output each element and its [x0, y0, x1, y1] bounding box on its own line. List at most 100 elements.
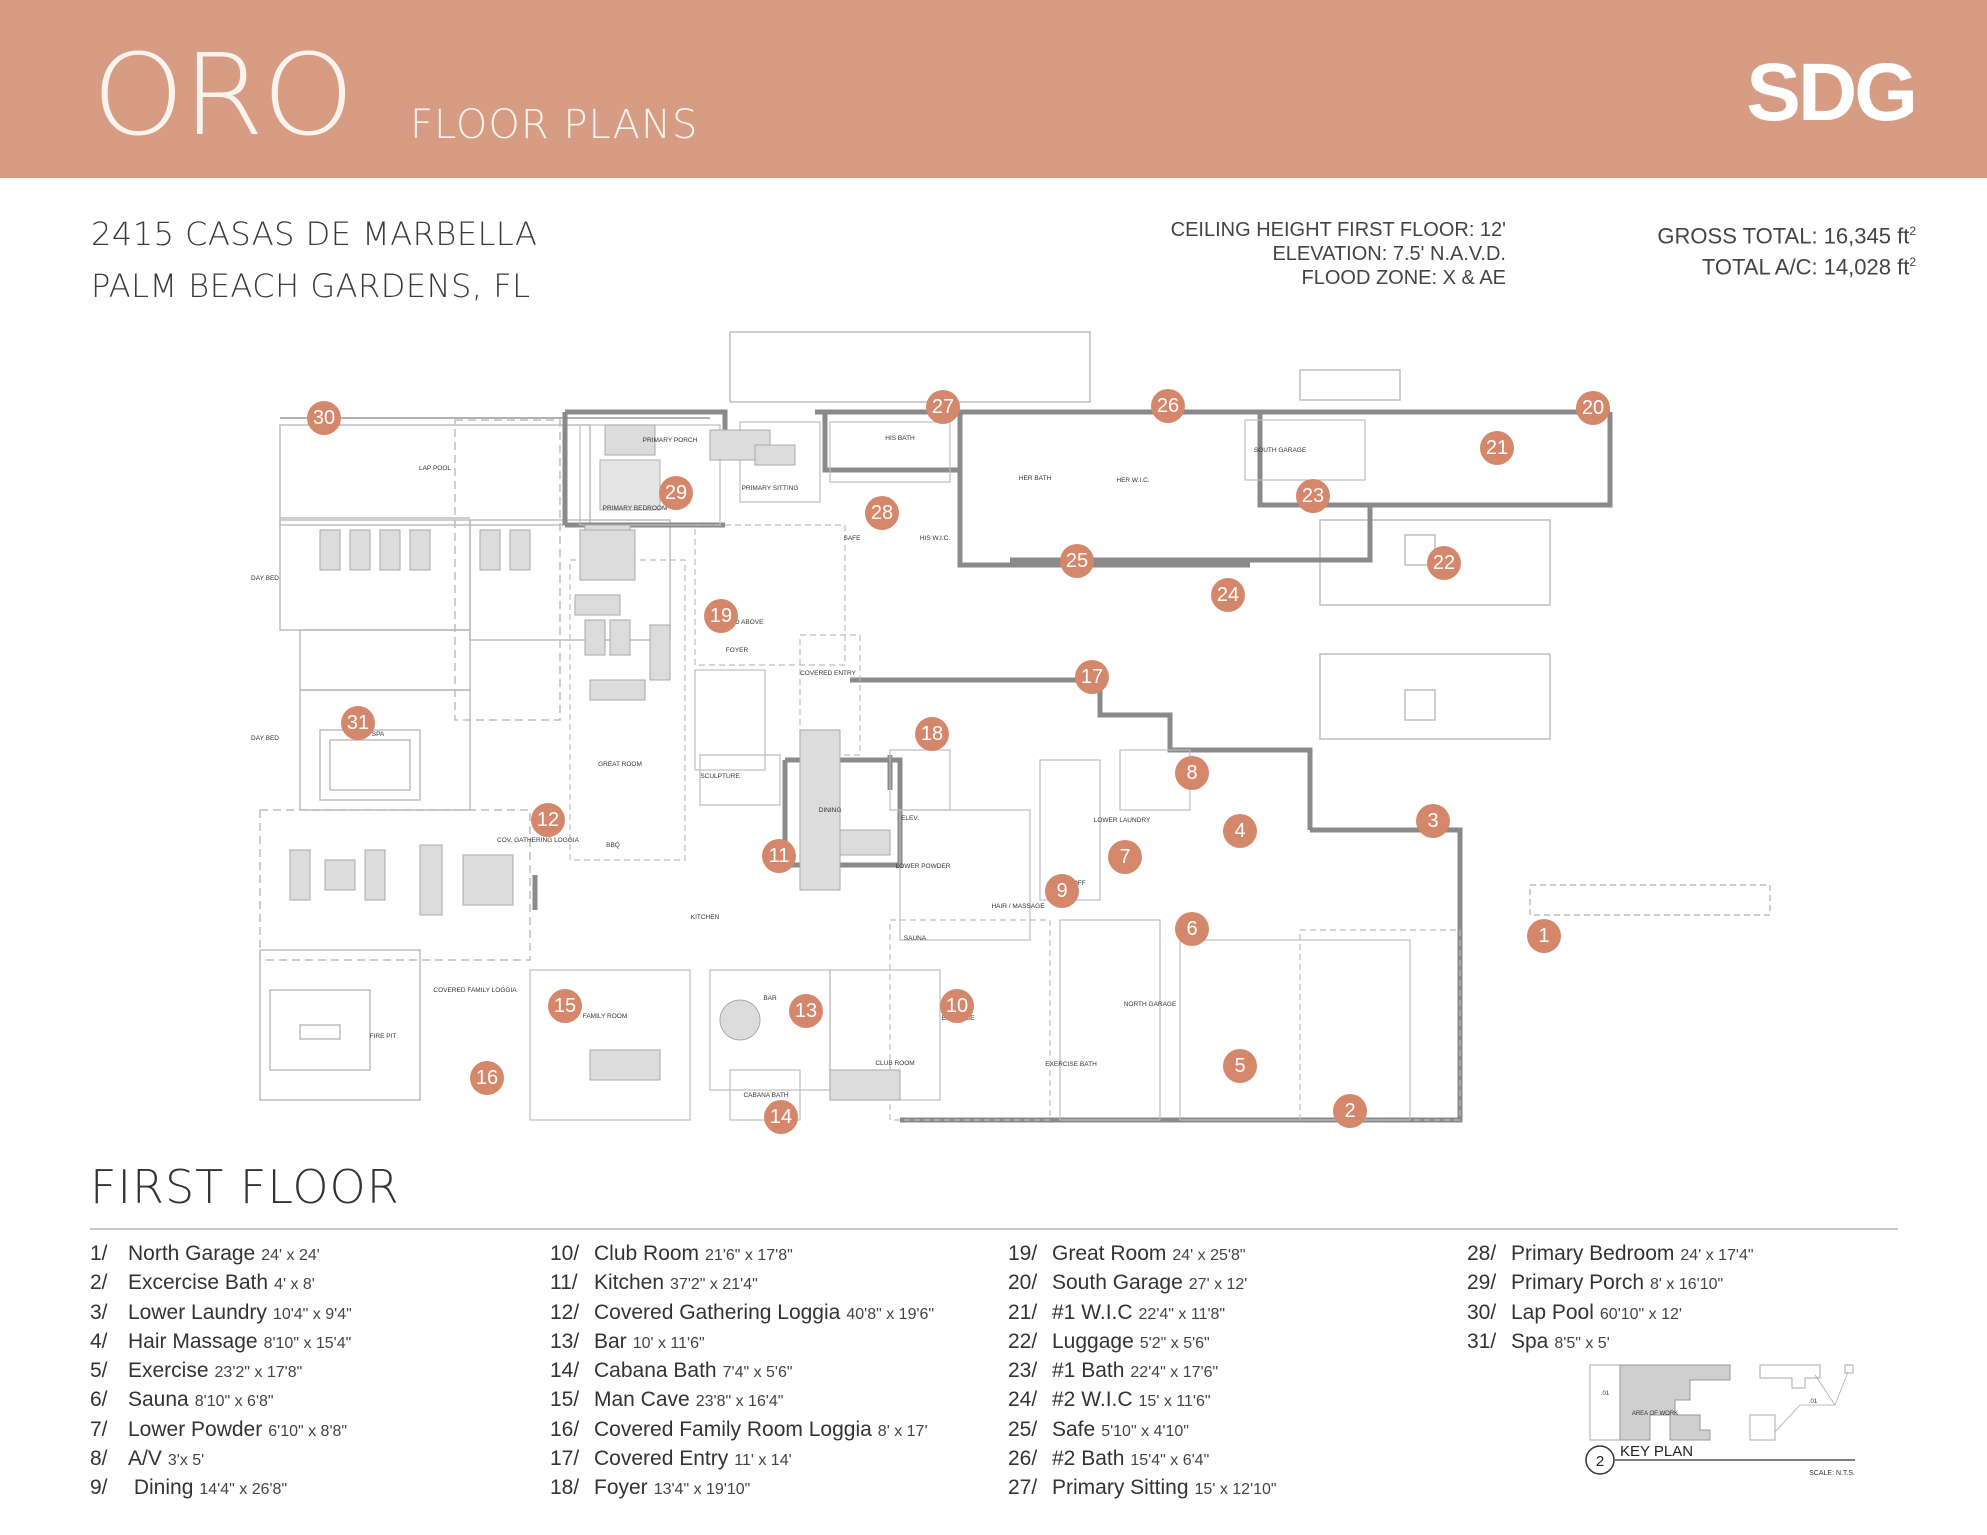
svg-text:15: 15 [554, 995, 576, 1017]
legend-room-name: Lap Pool [1511, 1300, 1594, 1324]
label-hair-massage: HAIR / MASSAGE [991, 903, 1045, 910]
legend-dimensions: 7'4" x 5'6" [722, 1364, 793, 1382]
room-marker-15: 15 [548, 989, 582, 1023]
legend-number: 22/ [1008, 1329, 1038, 1353]
legend-room-name: Kitchen [594, 1271, 665, 1295]
key-plan-tag-1: .01 [1601, 1391, 1610, 1397]
legend-number: 3/ [90, 1300, 108, 1324]
legend-number: 12/ [550, 1300, 580, 1324]
svg-text:28: 28 [871, 502, 893, 524]
legend-room-name: Luggage [1052, 1329, 1134, 1353]
legend-number: 30/ [1467, 1300, 1497, 1324]
legend-dimensions: 22'4" x 17'6" [1130, 1364, 1219, 1382]
svg-text:14: 14 [770, 1106, 792, 1128]
legend-dimensions: 23'2" x 17'8" [214, 1364, 303, 1382]
legend-room-name: Cabana Bath [594, 1359, 717, 1383]
svg-text:11: 11 [769, 845, 790, 867]
room-marker-21: 21 [1480, 431, 1514, 465]
legend-number: 21/ [1008, 1300, 1038, 1324]
svg-text:5: 5 [1234, 1055, 1245, 1077]
room-marker-12: 12 [531, 803, 565, 837]
room-marker-14: 14 [764, 1100, 798, 1134]
legend-room-name: Club Room [594, 1242, 700, 1265]
floor-plans-subtitle: FLOOR PLANS [410, 102, 699, 148]
key-plan-tag-2: .01 [1809, 1399, 1818, 1405]
label-sauna: SAUNA [904, 935, 927, 942]
legend-dimensions: 24' x 25'8" [1172, 1247, 1246, 1264]
legend-dimensions: 15'4" x 6'4" [1130, 1452, 1210, 1470]
room-marker-4: 4 [1223, 814, 1257, 848]
label-bbq: BBQ [606, 842, 620, 849]
room-marker-20: 20 [1576, 391, 1610, 425]
room-marker-23: 23 [1296, 479, 1330, 513]
svg-text:2: 2 [1344, 1100, 1355, 1122]
room-marker-8: 8 [1175, 756, 1209, 790]
svg-text:12: 12 [537, 809, 559, 831]
legend-room-name: Man Cave [594, 1388, 690, 1412]
legend-number: 9/ [90, 1476, 108, 1500]
divider [90, 1228, 1898, 1230]
svg-text:9: 9 [1056, 880, 1067, 902]
svg-text:22: 22 [1433, 552, 1455, 574]
legend-number: 26/ [1008, 1447, 1038, 1471]
legend-number: 18/ [550, 1476, 580, 1500]
legend-room-name: #2 W.I.C [1052, 1388, 1133, 1412]
svg-text:19: 19 [710, 605, 732, 627]
room-marker-18: 18 [915, 717, 949, 751]
room-marker-3: 3 [1416, 804, 1450, 838]
label-great-room: GREAT ROOM [598, 761, 642, 768]
svg-text:16: 16 [476, 1067, 498, 1089]
svg-text:29: 29 [665, 482, 687, 504]
legend-room-name: Spa [1511, 1329, 1549, 1353]
room-marker-16: 16 [470, 1061, 504, 1095]
oro-logo: ORO [92, 31, 355, 161]
property-address: 2415 CASAS DE MARBELLA PALM BEACH GARDEN… [91, 208, 537, 312]
room-marker-28: 28 [865, 496, 899, 530]
legend-room-name: Lower Laundry [128, 1300, 267, 1324]
flood-zone: FLOOD ZONE: X & AE [1301, 267, 1507, 289]
legend-room-name: Exercise [128, 1359, 209, 1383]
room-marker-19: 19 [704, 599, 738, 633]
ceiling-height: CEILING HEIGHT FIRST FLOOR: 12' [1170, 219, 1506, 241]
legend-dimensions: 13'4" x 19'10" [653, 1481, 751, 1499]
legend-number: 7/ [90, 1417, 108, 1441]
legend-number: 2/ [90, 1271, 108, 1295]
label-his-bath: HIS BATH [885, 435, 915, 442]
legend-dimensions: 3'x 5' [167, 1452, 205, 1470]
room-marker-9: 9 [1045, 874, 1079, 908]
legend-number: 13/ [550, 1329, 580, 1353]
legend-dimensions: 15' x 11'6" [1138, 1393, 1211, 1411]
svg-text:13: 13 [795, 1000, 817, 1022]
room-marker-17: 17 [1075, 660, 1109, 694]
legend-room-name: Excercise Bath [128, 1271, 269, 1295]
room-marker-5: 5 [1223, 1049, 1257, 1083]
room-marker-7: 7 [1108, 840, 1142, 874]
legend-dimensions: 37'2" x 21'4" [670, 1276, 758, 1294]
room-marker-11: 11 [762, 839, 796, 873]
legend-number: 8/ [90, 1447, 108, 1471]
legend-room-name: #1 Bath [1052, 1359, 1125, 1383]
legend-room-name: #1 W.I.C [1052, 1300, 1133, 1324]
room-marker-29: 29 [659, 476, 693, 510]
label-family-room: FAMILY ROOM [583, 1013, 628, 1020]
key-plan-number: 2 [1596, 1453, 1604, 1470]
svg-text:4: 4 [1234, 820, 1245, 842]
legend-number: 31/ [1467, 1329, 1497, 1353]
